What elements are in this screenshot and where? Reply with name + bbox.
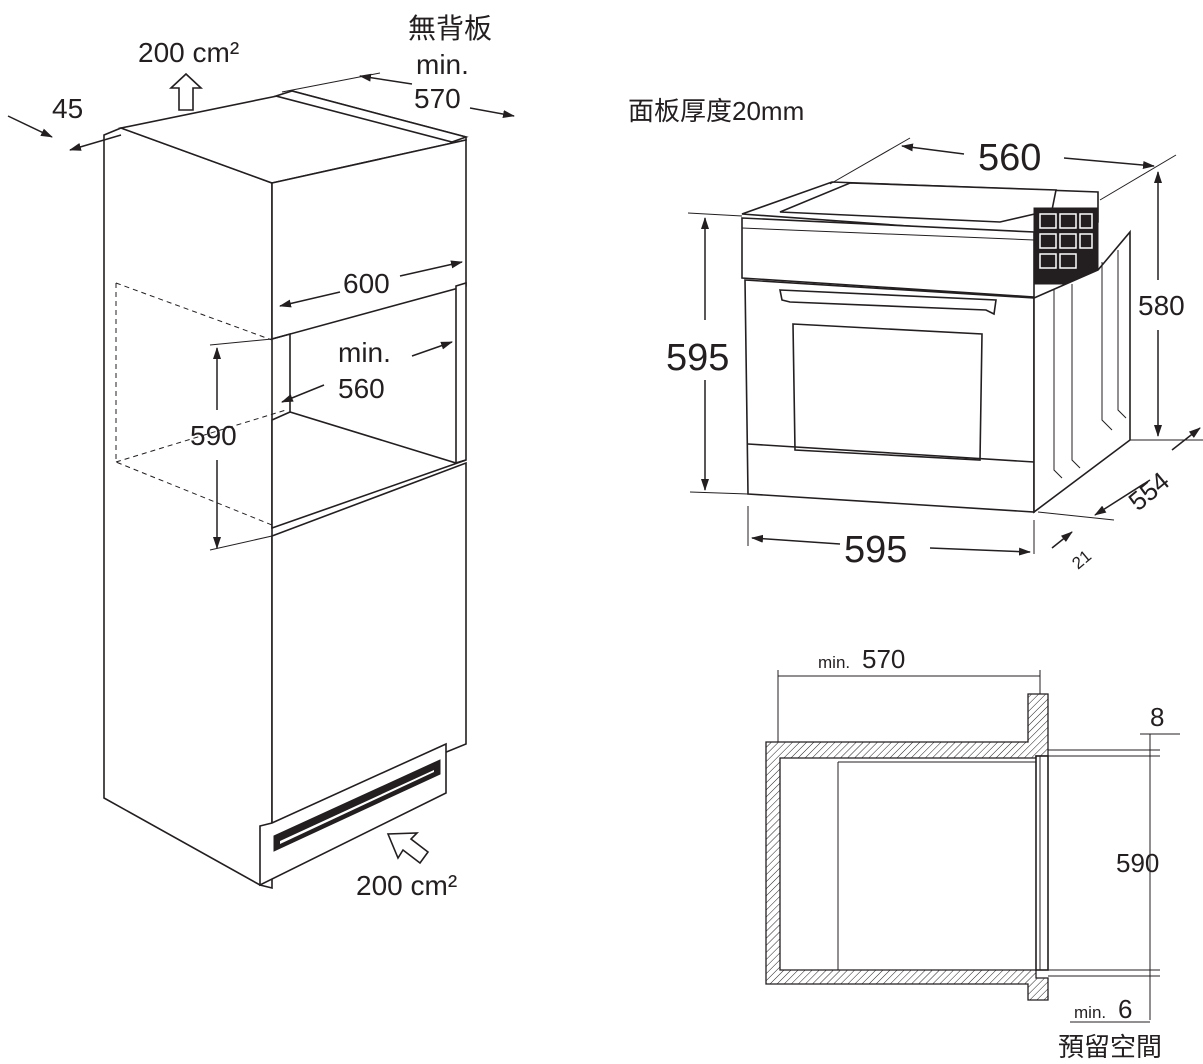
niche-floor xyxy=(271,411,467,530)
inner-width-arrow-left xyxy=(281,384,325,403)
niche-height-ext-top xyxy=(209,338,273,346)
front-height-label: 595 xyxy=(666,337,729,379)
section-depth-value: 570 xyxy=(862,644,905,674)
oven-side-detail-1 xyxy=(1053,290,1063,479)
front-width-label: 595 xyxy=(844,529,907,571)
depth-min-value: 570 xyxy=(414,83,461,114)
panel-depth-arrow xyxy=(1051,531,1073,549)
body-depth-label: 554 xyxy=(1123,466,1176,517)
niche-inner-left xyxy=(271,332,291,414)
oven-top-vent-cover xyxy=(779,182,1057,223)
cabinet-right-edge xyxy=(455,281,467,465)
section-cabinet-wall xyxy=(765,693,1049,1001)
oven-side-detail-3 xyxy=(1101,262,1113,431)
section-diagram: min. 570 8 590 min. 6 預留空間 xyxy=(765,644,1180,1062)
cabinet-top-back-strip xyxy=(273,90,469,143)
side-thickness-arrow-2 xyxy=(69,134,122,151)
width-arrow-left xyxy=(279,291,341,308)
side-thickness-label: 45 xyxy=(52,93,83,124)
panel-depth-label: 21 xyxy=(1068,546,1095,573)
body-depth-arrow-1 xyxy=(1094,479,1151,516)
bottom-vent-inner xyxy=(280,770,434,844)
section-oven-front-panel xyxy=(1035,755,1049,971)
oven-outline-dashed-2 xyxy=(115,283,273,526)
no-back-panel-label: 無背板 xyxy=(408,13,492,44)
section-depth-prefix: min. xyxy=(818,653,850,672)
front-width-arrow-left xyxy=(751,534,841,545)
cabinet-left-side-panel xyxy=(103,127,273,890)
oven-control-panel xyxy=(741,217,1035,298)
body-depth-ext xyxy=(1037,511,1115,521)
niche-height-label: 590 xyxy=(190,420,237,451)
cabinet-width-label: 600 xyxy=(343,268,390,299)
oven-side-detail-2 xyxy=(1071,284,1081,469)
oven-door-handle xyxy=(779,289,997,316)
oven-control-panel-line xyxy=(741,227,1035,241)
front-height-ext-bottom xyxy=(689,491,749,495)
depth-arrow-1 xyxy=(359,73,413,85)
oven-side-body xyxy=(1033,229,1131,514)
oven-side-detail-4 xyxy=(1117,250,1127,419)
body-width-arrow-left xyxy=(901,143,965,155)
oven-outline-dashed xyxy=(115,282,273,341)
oven-door-window xyxy=(792,323,983,461)
oven-door-bottom-strip xyxy=(747,443,1035,463)
depth-min-label: min. xyxy=(416,49,469,80)
oven-vent-grid xyxy=(1039,213,1093,269)
body-width-ext-left xyxy=(829,137,911,185)
side-thickness-arrow-1 xyxy=(7,115,53,138)
depth-arrow-2 xyxy=(469,107,515,118)
oven-vent-block xyxy=(1033,207,1099,285)
cabinet-diagram: 200 cm² 45 無背板 min. 570 600 min. 560 590… xyxy=(7,13,515,901)
oven-outline-dashed-3 xyxy=(115,409,287,463)
front-width-arrow-right xyxy=(929,547,1031,556)
depth-line-top xyxy=(281,72,381,93)
section-opening-label: 590 xyxy=(1116,848,1159,878)
body-depth-arrow-2 xyxy=(1171,427,1201,451)
body-height-label: 580 xyxy=(1138,290,1185,321)
bottom-vent-arrow-icon xyxy=(386,832,430,865)
bottom-vent-label: 200 cm² xyxy=(356,870,457,901)
section-reserved-space-label: 預留空間 xyxy=(1058,1032,1162,1062)
top-vent-arrow-icon xyxy=(168,72,204,111)
body-width-ext-right xyxy=(1099,154,1177,201)
cabinet-lower-door xyxy=(271,461,467,825)
section-gap-min-value: 6 xyxy=(1118,994,1132,1024)
inner-width-min-label: min. xyxy=(338,337,391,368)
body-width-label: 560 xyxy=(978,137,1041,179)
inner-width-min-value: 560 xyxy=(338,373,385,404)
panel-thickness-note: 面板厚度20mm xyxy=(628,96,804,126)
width-arrow-right xyxy=(399,260,463,277)
oven-diagram: 面板厚度20mm xyxy=(628,96,1203,573)
body-width-arrow-right xyxy=(1063,157,1155,170)
section-gap-top-label: 8 xyxy=(1150,702,1164,732)
front-height-ext-top xyxy=(687,212,743,217)
inner-width-arrow-right xyxy=(411,341,453,357)
top-vent-label: 200 cm² xyxy=(138,37,239,68)
section-gap-min-prefix: min. xyxy=(1074,1003,1106,1022)
